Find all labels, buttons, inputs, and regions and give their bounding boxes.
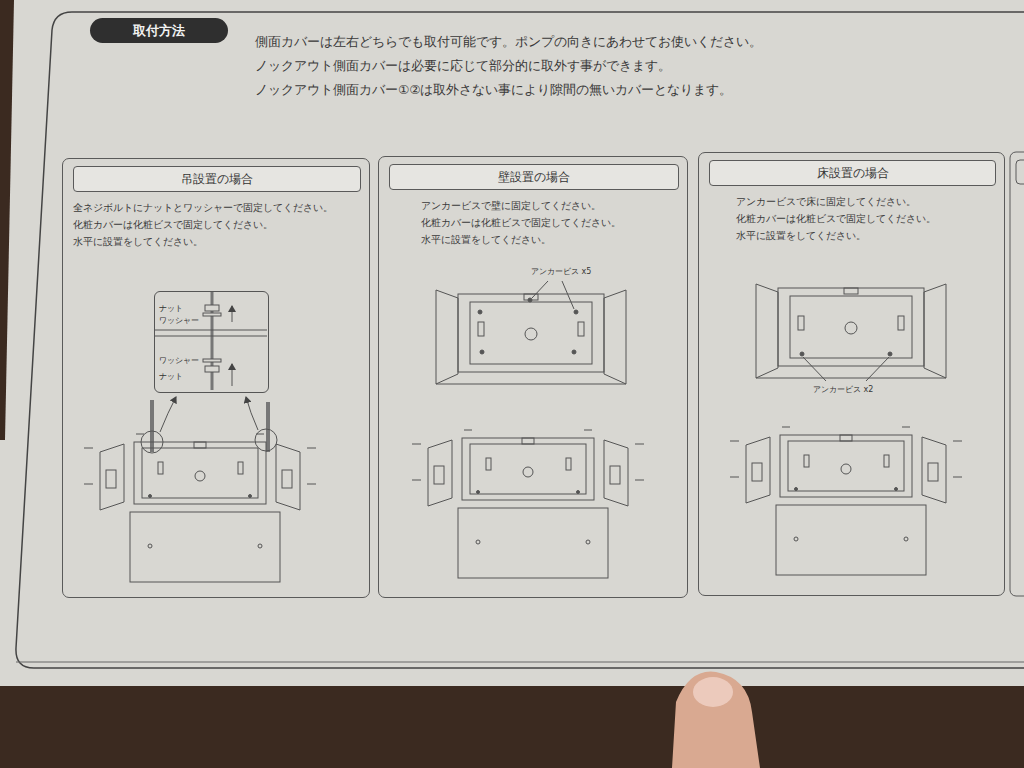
rule-line bbox=[16, 662, 1024, 663]
bolt-detail bbox=[155, 292, 267, 390]
instruction-line: 化粧カバーは化粧ビスで固定してください。 bbox=[73, 216, 333, 233]
table-edge bbox=[0, 0, 14, 440]
heading-text: 床設置の場合 bbox=[817, 166, 889, 181]
part-label: ワッシャー bbox=[158, 316, 200, 325]
section-pill: 取付方法 bbox=[90, 18, 228, 43]
cut-panel bbox=[1010, 152, 1024, 596]
part-label: アンカービス x5 bbox=[530, 266, 592, 277]
detail-inset: ナットワッシャーワッシャーナット bbox=[154, 291, 269, 393]
intro-note: ノックアウト側面カバーは必要に応じて部分的に取外す事ができます。 bbox=[255, 58, 671, 75]
fingernail bbox=[693, 677, 733, 707]
exploded-unit bbox=[412, 430, 644, 578]
part-label: ナット bbox=[158, 372, 184, 381]
panel-heading: 吊設置の場合 bbox=[73, 166, 361, 192]
section-title: 取付方法 bbox=[133, 22, 185, 40]
instruction-line: 化粧カバーは化粧ビスで固定してください。 bbox=[736, 210, 936, 227]
intro-note: ノックアウト側面カバー①②は取外さない事により隙間の無いカバーとなります。 bbox=[255, 82, 732, 99]
instruction-line: アンカービスで壁に固定してください。 bbox=[421, 197, 621, 214]
instruction-line: 水平に設置をしてください。 bbox=[736, 227, 936, 244]
instruction-line: 全ネジボルトにナットとワッシャーで固定してください。 bbox=[73, 199, 333, 216]
part-label: ナット bbox=[158, 304, 184, 313]
hanging-bolts bbox=[141, 397, 277, 453]
heading-text: 壁設置の場合 bbox=[498, 170, 570, 185]
part-label: ワッシャー bbox=[158, 356, 200, 365]
mount-panel: 全ネジボルトにナットとワッシャーで固定してください。化粧カバーは化粧ビスで固定し… bbox=[62, 158, 370, 598]
mount-panel: アンカービスで床に固定してください。化粧カバーは化粧ビスで固定してください。水平… bbox=[698, 152, 1005, 596]
intro-note: 側面カバーは左右どちらでも取付可能です。ポンプの向きにあわせてお使いください。 bbox=[255, 34, 762, 51]
back-plate bbox=[756, 284, 946, 378]
panel-heading: 床設置の場合 bbox=[709, 160, 996, 186]
heading-text: 吊設置の場合 bbox=[181, 172, 253, 187]
instruction-line: 化粧カバーは化粧ビスで固定してください。 bbox=[421, 214, 621, 231]
exploded-unit bbox=[730, 427, 962, 575]
table bbox=[0, 686, 1024, 768]
finger bbox=[672, 672, 760, 768]
instruction-line: 水平に設置をしてください。 bbox=[421, 231, 621, 248]
anchor-screws bbox=[478, 281, 578, 354]
exploded-unit bbox=[84, 434, 316, 582]
instruction-block: アンカービスで床に固定してください。化粧カバーは化粧ビスで固定してください。水平… bbox=[736, 193, 936, 244]
sheet-frame bbox=[16, 12, 1024, 668]
instruction-block: アンカービスで壁に固定してください。化粧カバーは化粧ビスで固定してください。水平… bbox=[421, 197, 621, 248]
instruction-line: アンカービスで床に固定してください。 bbox=[736, 193, 936, 210]
part-label: アンカービス x2 bbox=[812, 384, 874, 395]
mount-panel: アンカービスで壁に固定してください。化粧カバーは化粧ビスで固定してください。水平… bbox=[378, 156, 688, 598]
panel-heading: 壁設置の場合 bbox=[389, 164, 679, 190]
anchor-screws bbox=[800, 352, 892, 381]
instruction-block: 全ネジボルトにナットとワッシャーで固定してください。化粧カバーは化粧ビスで固定し… bbox=[73, 199, 333, 250]
back-plate bbox=[436, 290, 626, 384]
instruction-line: 水平に設置をしてください。 bbox=[73, 233, 333, 250]
